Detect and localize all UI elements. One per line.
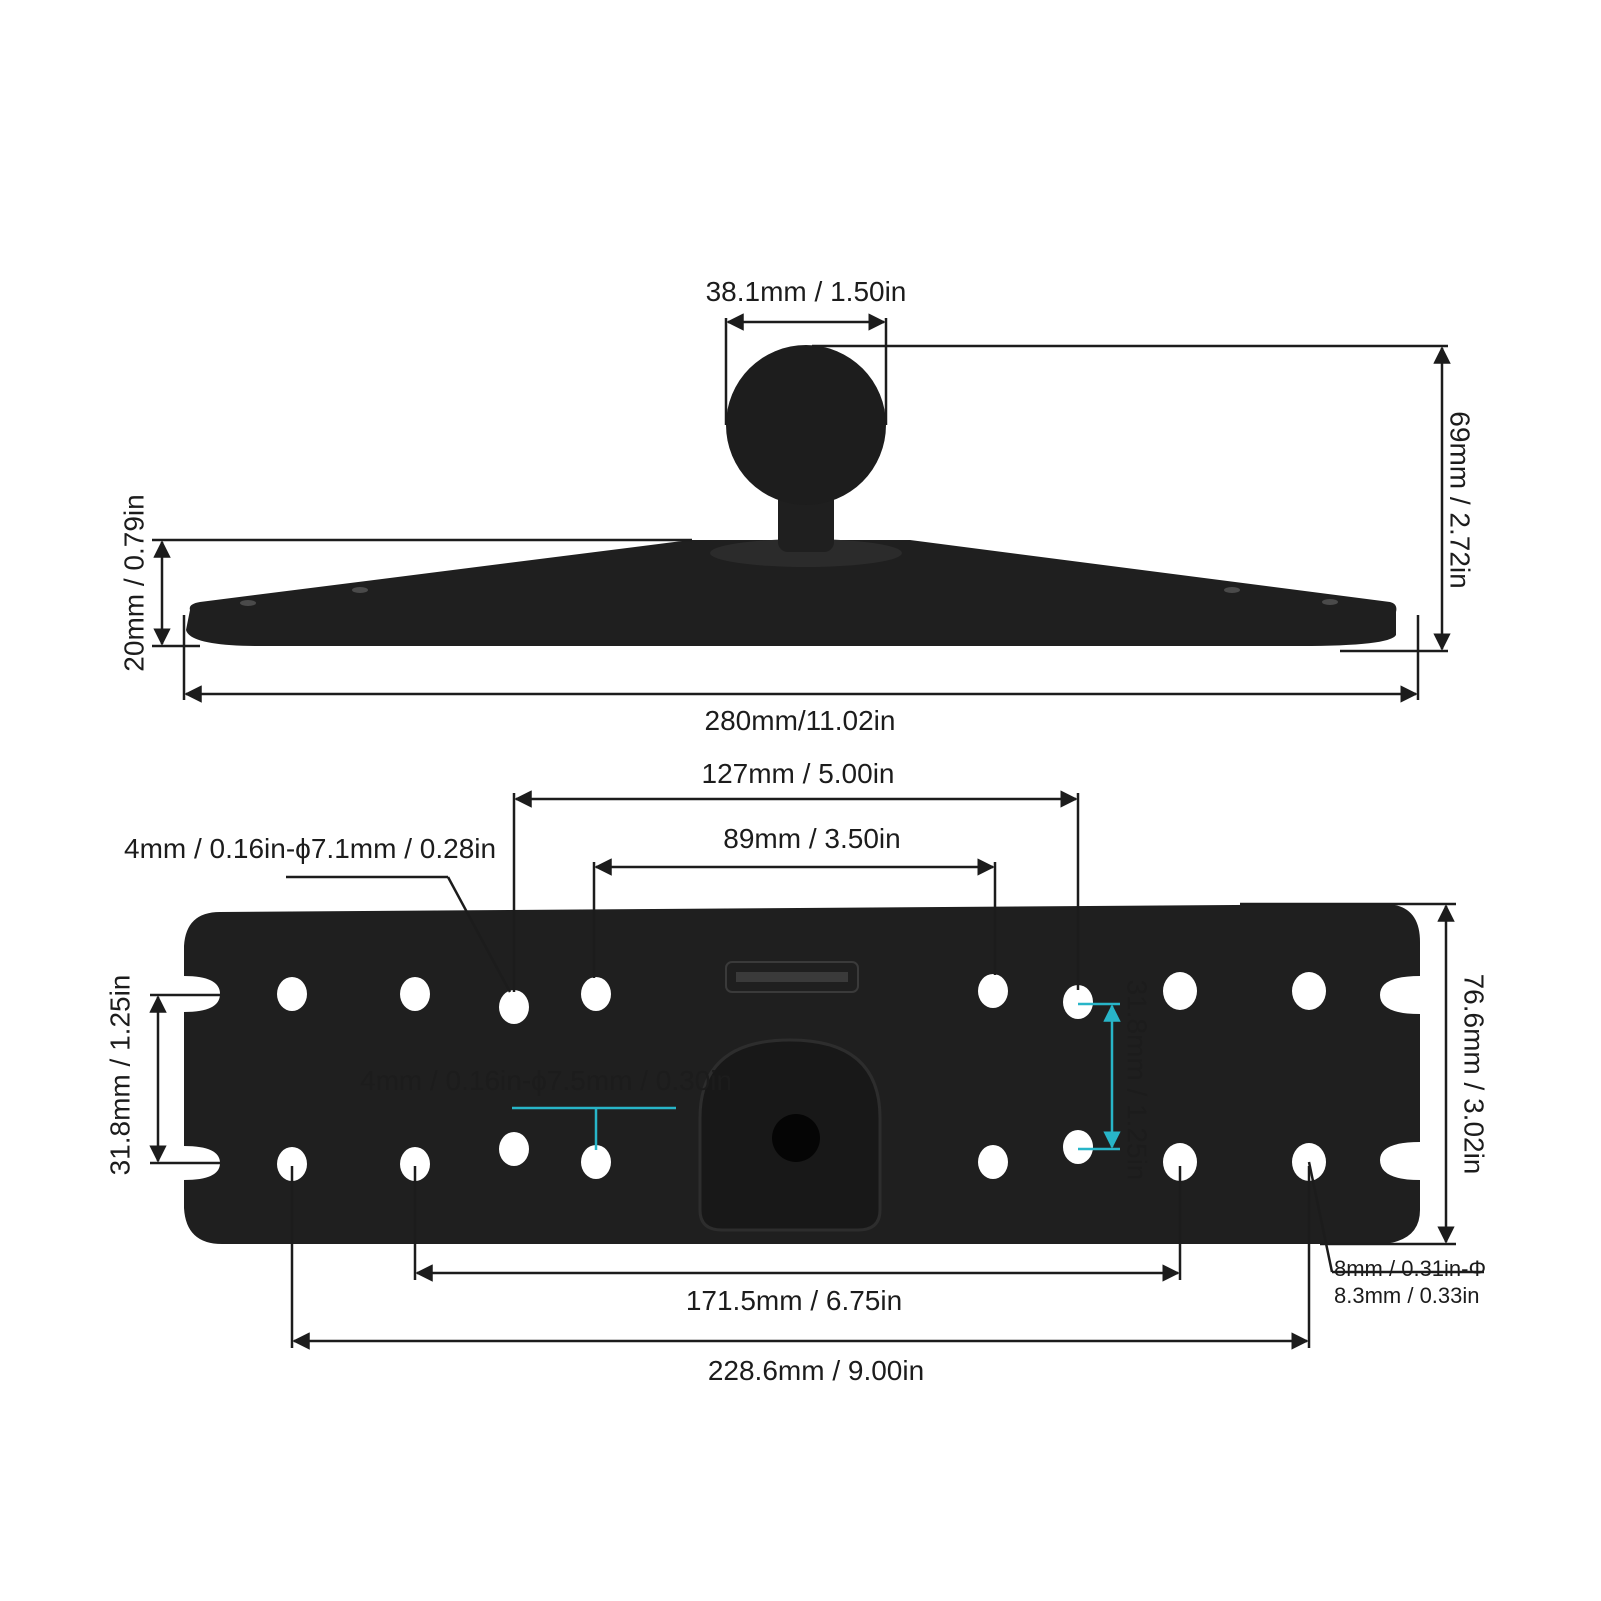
left-row-spacing-label: 31.8mm / 1.25in [104, 975, 135, 1176]
mount-hole [277, 977, 307, 1011]
mount-hole [1163, 1143, 1197, 1181]
side-hole [352, 587, 368, 593]
mount-hole [277, 1147, 307, 1181]
small-hole-upper-callout: 4mm / 0.16in-ϕ7.1mm / 0.28in [124, 833, 512, 993]
total-height-dimension: 69mm / 2.72in [812, 344, 1476, 653]
hole-spacing-228-label: 228.6mm / 9.00in [708, 1355, 924, 1386]
emboss-plate [725, 961, 859, 993]
hole-spacing-89-dimension: 89mm / 3.50in [592, 823, 997, 978]
hole-spacing-89-label: 89mm / 3.50in [723, 823, 900, 854]
mount-hole [581, 977, 611, 1011]
ball-diameter-dimension: 38.1mm / 1.50in [706, 276, 907, 425]
mount-ball [726, 345, 886, 505]
inner-row-spacing-dimension: 31.8mm / 1.25in [1078, 980, 1153, 1181]
left-row-spacing-dimension: 31.8mm / 1.25in [104, 975, 220, 1176]
mount-hole [978, 1145, 1008, 1179]
mount-hole [581, 1145, 611, 1179]
small-hole-mid-callout: 4mm / 0.16in-ϕ7.5mm / 0.30in [360, 1065, 732, 1150]
side-hub [710, 539, 902, 567]
inner-row-spacing-label: 31.8mm / 1.25in [1122, 980, 1153, 1181]
overall-length-label: 280mm/11.02in [705, 705, 896, 736]
plate-width-label: 76.6mm / 3.02in [1459, 974, 1490, 1175]
mount-hole [499, 1132, 529, 1166]
overall-length-dimension: 280mm/11.02in [182, 615, 1420, 736]
mount-hole [1163, 972, 1197, 1010]
top-view: 127mm / 5.00in 89mm / 3.50in 4mm / 0.16i… [104, 758, 1489, 1386]
large-hole-callout: 8mm / 0.31in-Φ 8.3mm / 0.33in [1307, 1161, 1486, 1308]
small-hole-mid-label: 4mm / 0.16in-ϕ7.5mm / 0.30in [360, 1065, 732, 1096]
side-hole [1224, 587, 1240, 593]
large-hole-label-line2: 8.3mm / 0.33in [1334, 1283, 1480, 1308]
mount-hole [400, 977, 430, 1011]
hole-spacing-171-dimension: 171.5mm / 6.75in [413, 1166, 1182, 1316]
hole-spacing-228-dimension: 228.6mm / 9.00in [290, 1166, 1311, 1386]
hole-spacing-127-label: 127mm / 5.00in [702, 758, 895, 789]
side-plate [186, 540, 1397, 646]
emboss-text-mark [736, 972, 848, 982]
mount-hole [499, 990, 529, 1024]
hole-spacing-127-dimension: 127mm / 5.00in [512, 758, 1080, 992]
plate-height-dimension: 20mm / 0.79in [118, 494, 692, 672]
hole-row-top [277, 972, 1326, 1024]
plate-height-label: 20mm / 0.79in [118, 494, 149, 671]
center-bolt-hole [772, 1114, 820, 1162]
side-hole [1322, 599, 1338, 605]
mount-hole [1292, 972, 1326, 1010]
small-hole-upper-label: 4mm / 0.16in-ϕ7.1mm / 0.28in [124, 833, 496, 864]
plate-width-dimension: 76.6mm / 3.02in [1240, 902, 1490, 1246]
mount-hole [978, 974, 1008, 1008]
hole-spacing-171-label: 171.5mm / 6.75in [686, 1285, 902, 1316]
mount-hole [1063, 1130, 1093, 1164]
mount-hole [400, 1147, 430, 1181]
total-height-label: 69mm / 2.72in [1445, 411, 1476, 588]
large-hole-label-line1: 8mm / 0.31in-Φ [1334, 1256, 1486, 1281]
ball-diameter-label: 38.1mm / 1.50in [706, 276, 907, 307]
mount-hole [1063, 985, 1093, 1019]
side-hole [240, 600, 256, 606]
side-view: 38.1mm / 1.50in 69mm / 2.72in 20mm / 0.7… [118, 276, 1475, 736]
